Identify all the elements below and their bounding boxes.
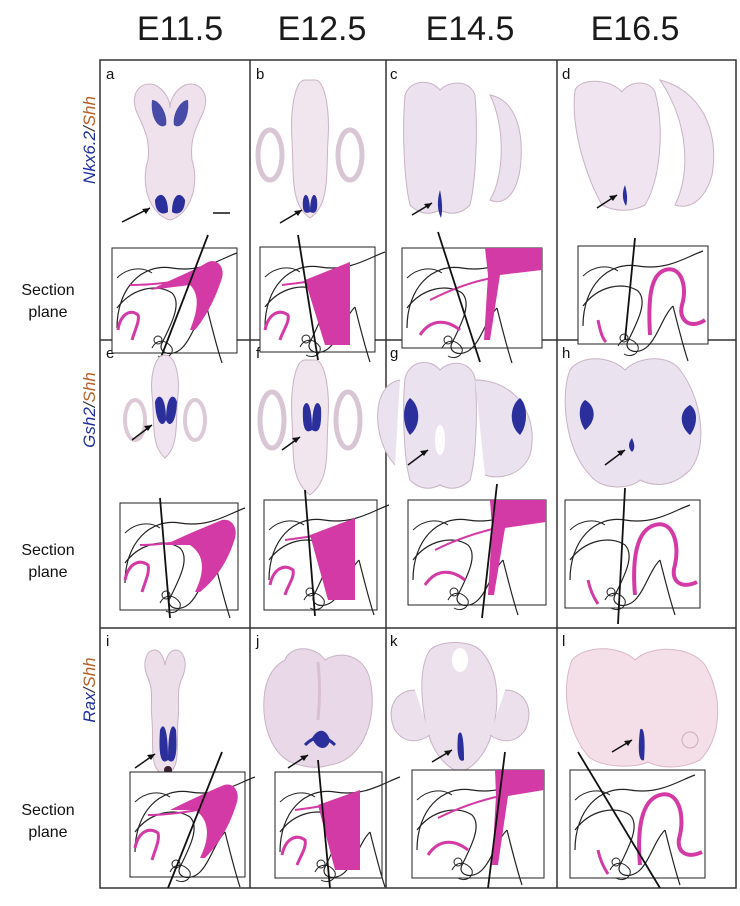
panel-letter-k: k [390, 633, 398, 650]
panel-letter-e: e [106, 345, 115, 362]
stage-header-e16-5: E16.5 [590, 10, 680, 48]
panel-l-section [566, 648, 719, 768]
stage-header-e11-5: E11.5 [136, 10, 224, 48]
panel-letter-j: j [256, 633, 260, 650]
diagram-k [411, 751, 545, 889]
panel-letter-f: f [256, 345, 261, 362]
panel-letter-d: d [562, 66, 571, 83]
diagram-e [119, 497, 246, 619]
diagram-h [564, 487, 701, 625]
panel-f-section [257, 359, 363, 496]
panel-b-section [255, 79, 365, 224]
panel-h-section [564, 358, 702, 488]
panel-c-section [403, 81, 522, 218]
diagram-j [274, 759, 401, 889]
panel-g-section [377, 362, 533, 489]
panel-letter-g: g [390, 345, 399, 362]
panel-i-section [134, 649, 186, 776]
panel-letter-c: c [390, 66, 398, 83]
diagram-d [577, 237, 709, 362]
panel-j-section [263, 648, 373, 769]
panel-letter-a: a [106, 66, 115, 83]
diagram-b [259, 234, 386, 363]
panel-grid [99, 59, 737, 889]
diagram-c [401, 231, 543, 364]
panel-letter-l: l [562, 633, 566, 650]
panel-letter-i: i [106, 633, 110, 650]
panel-e-section [123, 354, 207, 459]
panel-d-section [573, 79, 715, 211]
stage-header-e12-5: E12.5 [277, 10, 367, 48]
diagram-f [263, 489, 390, 617]
diagram-a [111, 234, 238, 364]
diagram-l [569, 751, 706, 889]
diagram-g [407, 483, 547, 619]
panel-letter-h: h [562, 345, 571, 362]
panel-a-section [121, 83, 230, 223]
diagram-i [129, 751, 256, 889]
panel-k-section [390, 642, 530, 773]
panel-letter-b: b [256, 66, 265, 83]
stage-header-e14-5: E14.5 [425, 10, 515, 48]
